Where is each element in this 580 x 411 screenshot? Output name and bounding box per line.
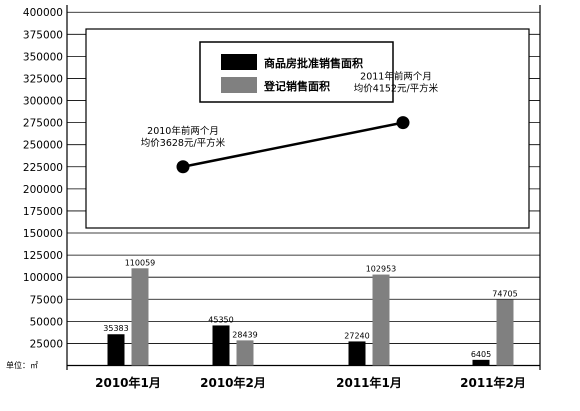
bar-registered-area [372,274,390,366]
price-trend-line [182,121,404,169]
y-tick-label: 200000 [23,184,63,196]
bar-approved-area [212,325,230,366]
bars [107,268,514,366]
unit-label: 单位：㎡ [6,360,38,370]
y-tick-label: 150000 [23,228,63,240]
price-marker [176,160,190,174]
price-annotation-period: 2010年前两个月 [147,125,219,137]
y-tick-label: 250000 [23,140,63,152]
bar-registered-area [131,268,149,366]
bar-value-label: 6405 [471,350,491,359]
y-axis-tick-labels: 25000 50000 75000 100000 125000 150000 175000 2… [23,7,63,350]
bar-value-label: 28439 [232,330,257,339]
y-tick-label: 375000 [23,29,63,41]
y-tick-label: 325000 [23,73,63,85]
legend-label-approved: 商品房批准销售面积 [264,56,363,70]
bar-value-label: 27240 [344,331,369,340]
bar-value-label: 35383 [103,324,128,333]
bar-approved-area [348,341,366,366]
bar-approved-area [472,359,490,366]
x-category-label: 2010年1月 [95,375,161,390]
bar-value-labels: 35383 45350 27240 6405 110059 28439 102953 7470… [103,258,517,359]
y-tick-label: 125000 [23,250,63,262]
y-tick-label: 100000 [23,272,63,284]
bar-registered-area [496,299,514,366]
price-marker [396,116,410,130]
price-annotation-average: 均价3628元/平方米 [141,137,226,149]
bar-value-label: 102953 [366,265,397,274]
legend-label-registered: 登记销售面积 [263,79,330,93]
bar-value-label: 110059 [125,258,156,267]
price-annotation-period: 2011年前两个月 [360,71,432,83]
x-axis-category-labels: 2010年1月 2010年2月 2011年1月 2011年2月 [95,375,526,390]
bar-registered-area [236,340,254,366]
y-tick-label: 50000 [30,316,63,328]
y-tick-label: 300000 [23,96,63,108]
legend-swatch-approved [221,54,257,70]
x-category-label: 2011年2月 [460,375,526,390]
y-tick-label: 25000 [30,338,63,350]
legend: 商品房批准销售面积 登记销售面积 [199,41,394,103]
price-annotation-average: 均价4152元/平方米 [354,83,439,95]
y-tick-label: 400000 [23,7,63,19]
bar-approved-area [107,334,125,366]
y-tick-label: 75000 [30,294,63,306]
bar-value-label: 74705 [492,290,517,299]
y-tick-label: 225000 [23,162,63,174]
x-category-label: 2011年1月 [336,375,402,390]
legend-swatch-registered [221,77,257,93]
x-category-label: 2010年2月 [200,375,266,390]
y-tick-label: 175000 [23,206,63,218]
bar-value-label: 45350 [208,315,233,324]
y-tick-label: 275000 [23,118,63,130]
y-tick-label: 350000 [23,51,63,63]
